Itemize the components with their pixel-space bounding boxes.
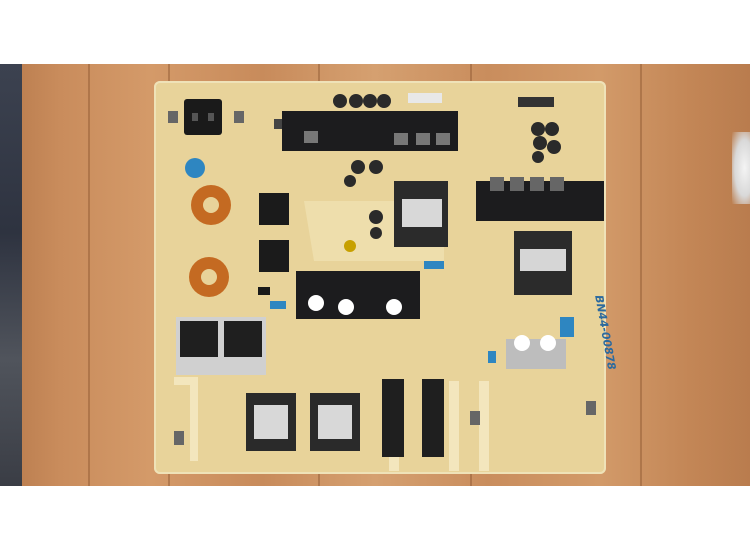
- center-heatsink: [296, 271, 420, 319]
- ac-inlet: [184, 99, 222, 135]
- plastic-bag: [732, 132, 750, 204]
- background-cloth: [0, 64, 22, 486]
- wood-seam: [640, 64, 642, 486]
- wood-seam: [88, 64, 90, 486]
- power-supply-board: [154, 81, 606, 474]
- photo: BN44-00878: [0, 64, 750, 486]
- board-components: [168, 93, 604, 471]
- blue-capacitor: [185, 158, 205, 178]
